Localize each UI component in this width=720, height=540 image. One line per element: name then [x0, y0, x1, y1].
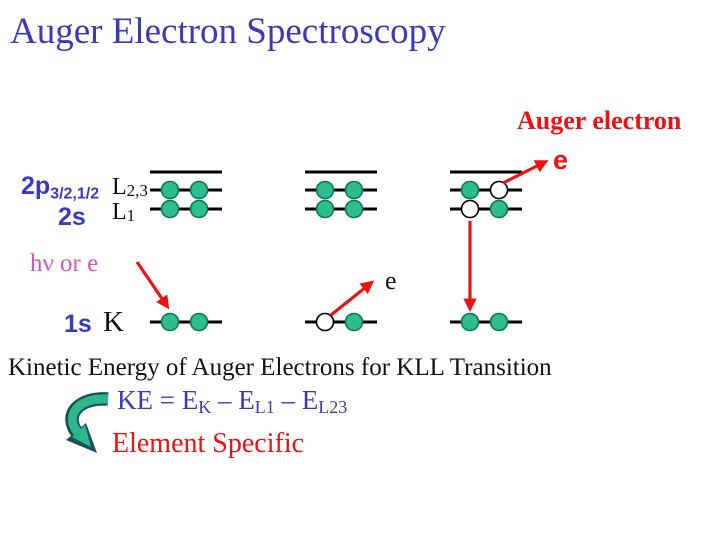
level-L1-subscript: 1	[126, 206, 136, 226]
electron-excitation-K	[189, 312, 209, 332]
vacancy-auger-decay-L1	[460, 199, 480, 219]
formula-minus2: – E	[274, 385, 319, 415]
electron-excitation-K	[160, 312, 180, 332]
element-specific-label: Element Specific	[112, 428, 305, 459]
kinetic-energy-caption: Kinetic Energy of Auger Electrons for KL…	[8, 354, 552, 381]
excitation-arrow	[135, 261, 170, 310]
formula-sub-k: K	[198, 396, 212, 417]
level-L23-main: L	[112, 174, 127, 200]
photoelectron-arrow	[330, 280, 375, 317]
orbital-label-1s: 1s	[64, 310, 92, 338]
formula-sub-l23: L23	[318, 396, 348, 417]
electron-excitation-L23	[189, 180, 209, 200]
electron-excitation-L1	[189, 199, 209, 219]
element-specific-curved-arrow	[65, 392, 109, 453]
auger-electron-label: Auger electron	[517, 106, 682, 135]
level-label-L1: L1	[112, 199, 136, 226]
electron-photoemission-L1	[344, 199, 364, 219]
electron-photoemission-L23	[315, 180, 335, 200]
electron-auger-decay-K	[489, 312, 509, 332]
formula-sub-l1: L1	[254, 396, 275, 417]
orbital-label-2s: 2s	[58, 203, 86, 231]
formula-minus1: – E	[211, 385, 255, 415]
orbital-label-2p: 2p3/2,1/2	[21, 173, 99, 203]
electron-auger-decay-L1	[489, 199, 509, 219]
auger-electron-e-label: e	[553, 145, 569, 175]
level-label-K: K	[103, 306, 124, 338]
orbital-2p-subscript: 3/2,1/2	[50, 185, 100, 203]
electron-auger-decay-L23	[460, 180, 480, 200]
auger-emission-arrow	[502, 160, 549, 185]
electron-excitation-L1	[160, 199, 180, 219]
excitation-label: hν or e	[30, 250, 99, 277]
formula-ke: KE = E	[117, 385, 199, 415]
ke-formula: KE = EK – EL1 – EL23	[117, 386, 347, 417]
photoelectron-e-label: e	[385, 266, 397, 295]
level-L23-subscript: 2,3	[126, 181, 148, 201]
electron-auger-decay-K	[460, 312, 480, 332]
electron-photoemission-K	[344, 312, 364, 332]
level-L1-main: L	[112, 199, 127, 225]
electron-photoemission-L1	[315, 199, 335, 219]
vacancy-auger-decay-L23	[489, 180, 509, 200]
electron-excitation-L23	[160, 180, 180, 200]
vacancy-photoemission-K	[315, 312, 335, 332]
orbital-2p-main: 2p	[21, 172, 51, 200]
slide-title: Auger Electron Spectroscopy	[10, 11, 446, 52]
electron-photoemission-L23	[344, 180, 364, 200]
level-label-L23: L2,3	[112, 174, 148, 201]
